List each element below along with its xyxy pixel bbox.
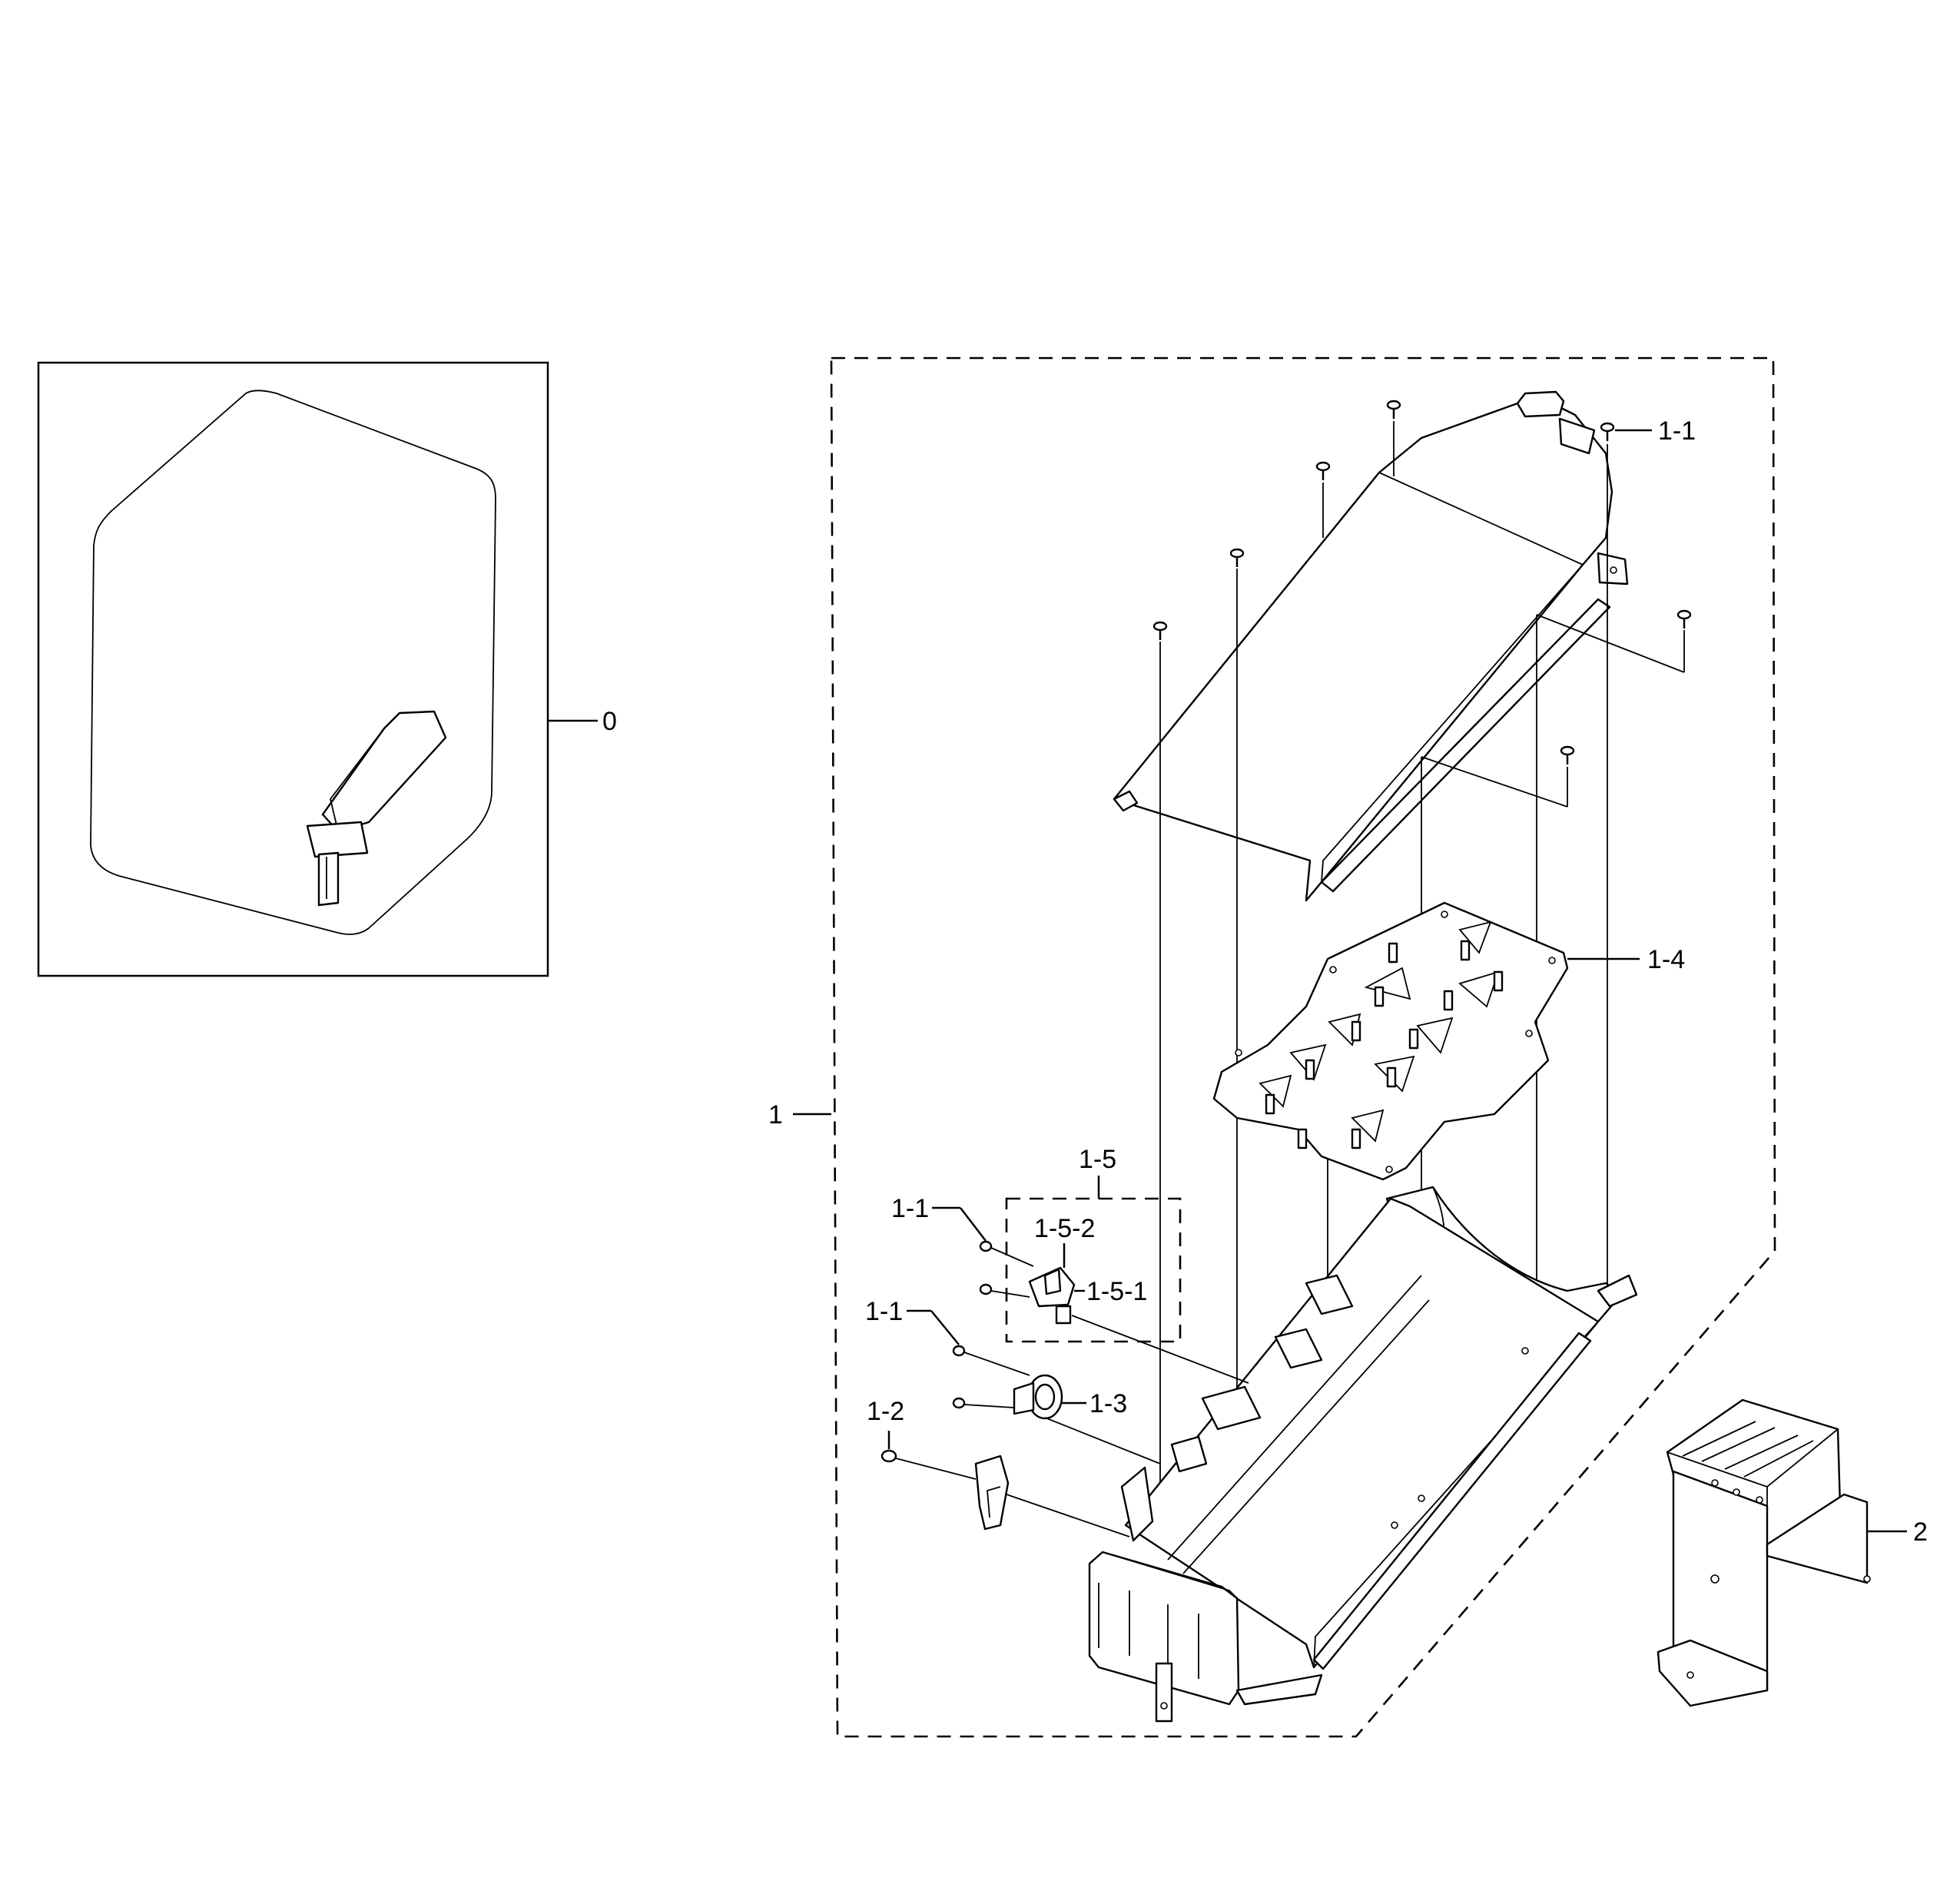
subassembly-1-5-boundary	[1005, 1197, 1182, 1343]
callout-1-4: 1-4	[1647, 945, 1685, 974]
screw-icon	[1229, 548, 1245, 567]
thermal-fuse-icon	[1028, 1266, 1076, 1325]
screw-icon	[1560, 745, 1575, 765]
callout-1-1-b: 1-1	[865, 1297, 903, 1326]
dryer-cabinet-outline	[90, 390, 496, 935]
callout-2: 2	[1913, 1518, 1928, 1547]
screw-icon	[881, 1449, 977, 1480]
inset-heater-assembly	[306, 710, 447, 907]
assembly-inset	[37, 361, 549, 977]
thermostat-to-housing-line	[1044, 1417, 1161, 1464]
screw-icon	[1600, 422, 1615, 441]
callout-1-5-1: 1-5-1	[1086, 1277, 1147, 1306]
callout-1-1-top: 1-1	[1658, 416, 1696, 446]
screw-icon	[979, 1283, 1030, 1298]
mounting-bracket	[1657, 1398, 1871, 1707]
leader-1-1-b-tail	[930, 1310, 960, 1345]
callout-0: 0	[602, 707, 617, 736]
callout-1-2: 1-2	[867, 1397, 904, 1426]
fuse-to-housing-line	[1071, 1315, 1249, 1384]
screw-icon	[952, 1345, 1030, 1376]
callout-1-1-a: 1-1	[891, 1194, 929, 1223]
assembly-1-boundary	[830, 357, 1776, 1738]
screw-icon	[1315, 461, 1331, 480]
coil-plate	[1212, 901, 1569, 1181]
cover-screws	[1152, 400, 1692, 765]
callout-1-5: 1-5	[1079, 1145, 1116, 1174]
screw-icon	[1152, 621, 1168, 640]
screw-icon	[979, 1240, 1034, 1267]
terminal-clip-icon	[974, 1454, 1010, 1531]
heater-cover	[1113, 390, 1629, 902]
thermostat-icon	[1013, 1374, 1063, 1420]
callout-1-5-2: 1-5-2	[1034, 1214, 1095, 1243]
screw-icon	[1386, 400, 1401, 419]
heater-duct-housing	[1088, 1186, 1638, 1723]
inset-frame	[37, 361, 549, 977]
callout-1: 1	[768, 1100, 783, 1129]
callout-1-3: 1-3	[1089, 1389, 1127, 1418]
leader-1-1-a-tail	[960, 1207, 987, 1242]
clip-to-housing-line	[1006, 1494, 1130, 1537]
screw-icon	[1676, 609, 1692, 629]
screw-icon	[952, 1397, 1015, 1409]
